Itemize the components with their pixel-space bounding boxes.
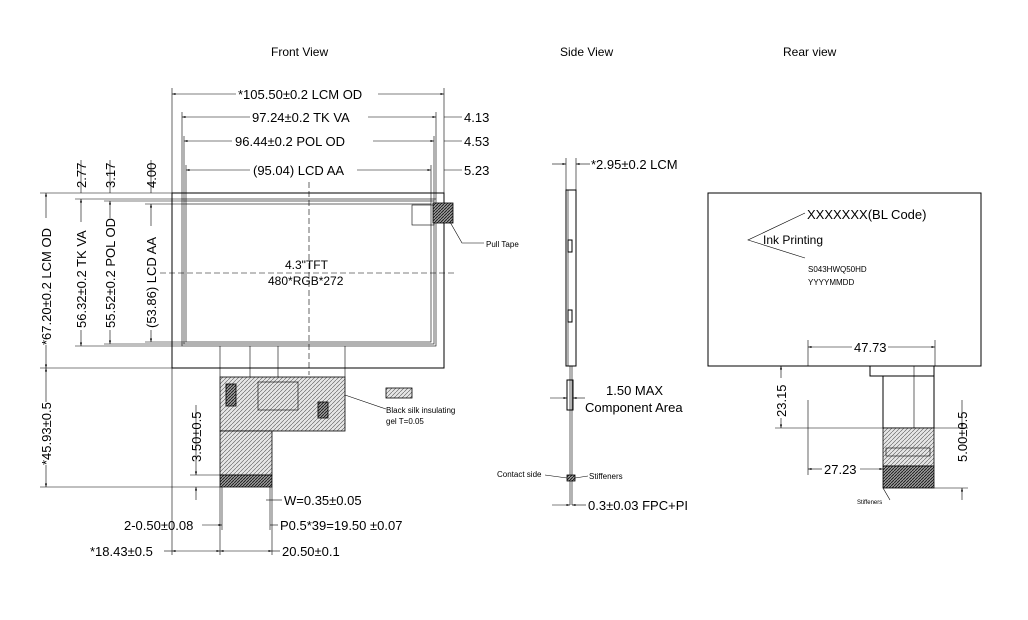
offset-3-17: 3.17 (103, 163, 118, 188)
tk-va-height: 56.32±0.2 TK VA (74, 230, 89, 328)
pull-tape (432, 202, 454, 224)
pol-od-width: 96.44±0.2 POL OD (235, 134, 345, 149)
hole-dim: 2-0.50±0.08 (124, 518, 193, 533)
rear-width-47-73: 47.73 (854, 340, 887, 355)
rear-stiffeners-label: Stiffeners (857, 500, 882, 506)
pitch-dim: P0.5*39=19.50 ±0.07 (280, 518, 402, 533)
pull-tape-label: Pull Tape (486, 240, 519, 249)
rear-stiffener (882, 465, 935, 489)
model-code: S043HWQ50HD (808, 265, 867, 274)
fpc-neck (219, 430, 273, 476)
silk-legend-swatch (385, 387, 413, 399)
tft-size-label: 4.3"TFT (285, 258, 329, 272)
date-code: YYYYMMDD (808, 278, 854, 287)
fpc-thickness: 0.3±0.03 FPC+PI (588, 498, 688, 513)
silk-label-1: Black silk insulating (386, 406, 455, 415)
offset-4-13: 4.13 (464, 110, 489, 125)
side-view-title: Side View (560, 45, 613, 59)
component-max: 1.50 MAX (606, 383, 663, 398)
fpc-width: 20.50±0.1 (282, 544, 340, 559)
rear-lcm-body (707, 192, 982, 367)
fpc-total-length: *45.93±0.5 (39, 402, 54, 465)
component-area: Component Area (585, 400, 683, 415)
side-view: *2.95±0.2 LCM 1.50 MAX Component Area Co… (497, 157, 688, 513)
side-lcm-body (565, 189, 577, 367)
fpc-3-50: 3.50±0.5 (189, 411, 204, 462)
rear-view: XXXXXXX(BL Code) Ink Printing S043HWQ50H… (707, 192, 982, 506)
side-lcm-thickness: *2.95±0.2 LCM (591, 157, 678, 172)
lcm-od-height: *67.20±0.2 LCM OD (39, 228, 54, 345)
tk-va-width: 97.24±0.2 TK VA (252, 110, 350, 125)
offset-5-23: 5.23 (464, 163, 489, 178)
pol-od-height: 55.52±0.2 POL OD (103, 218, 118, 328)
lcd-aa-width: (95.04) LCD AA (253, 163, 344, 178)
front-view-title: Front View (271, 45, 328, 59)
bl-code: XXXXXXX(BL Code) (807, 207, 926, 222)
pin-width: W=0.35±0.05 (284, 493, 362, 508)
offset-4-00: 4.00 (144, 163, 159, 188)
silk-label-2: gel T=0.05 (386, 417, 424, 426)
lcd-aa-height: (53.86) LCD AA (144, 237, 159, 328)
lcm-outline (171, 192, 445, 369)
lcm-od-width: *105.50±0.2 LCM OD (238, 87, 362, 102)
contact-side-label: Contact side (497, 470, 542, 479)
front-view: 4.3"TFT 480*RGB*272 Pull Tape *105.50±0.… (39, 87, 519, 559)
rear-fpc-tail (882, 427, 935, 467)
offset-4-53: 4.53 (464, 134, 489, 149)
rear-5-00: 5.00±0.5 (955, 411, 970, 462)
offset-18-43: *18.43±0.5 (90, 544, 153, 559)
resolution-label: 480*RGB*272 (268, 274, 344, 288)
ink-printing-label: Ink Printing (763, 233, 823, 247)
rear-view-title: Rear view (783, 45, 837, 59)
offset-2-77: 2.77 (74, 163, 89, 188)
fpc-contacts (219, 474, 273, 488)
rear-offset-27-23: 27.23 (824, 462, 857, 477)
rear-height-23-15: 23.15 (774, 384, 789, 417)
side-stiffeners-label: Stiffeners (589, 472, 623, 481)
